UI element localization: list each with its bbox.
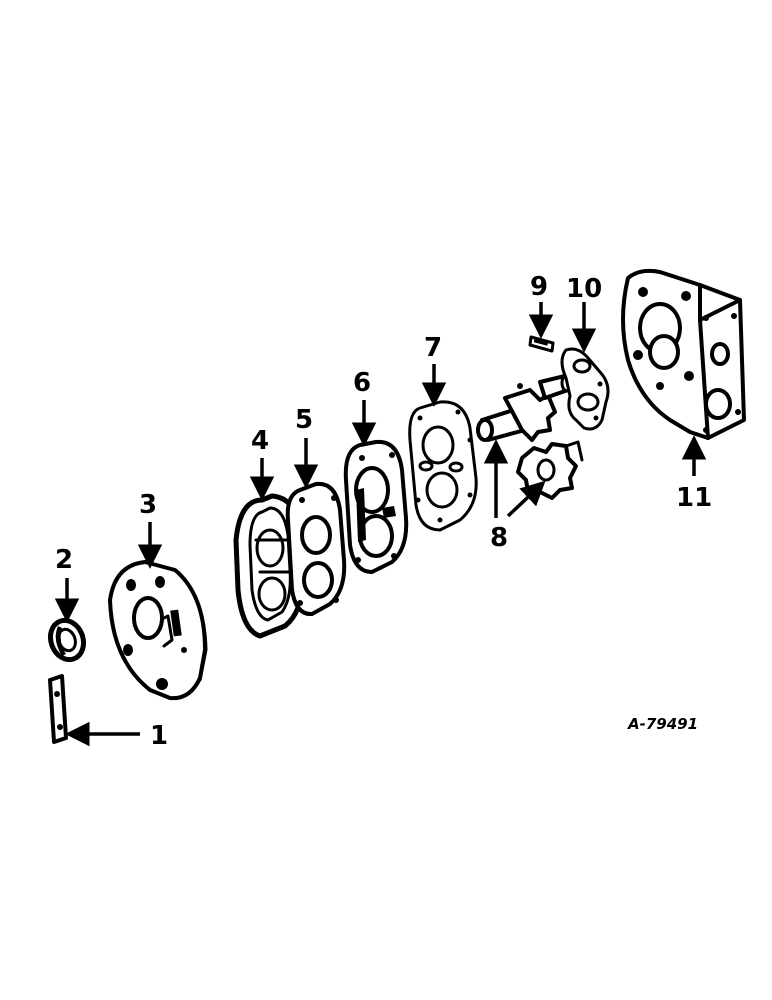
leader-8b bbox=[506, 480, 546, 518]
callout-5: 5 bbox=[295, 405, 313, 435]
part-11-housing[interactable] bbox=[621, 268, 746, 440]
callout-2: 2 bbox=[55, 545, 73, 575]
callout-3: 3 bbox=[139, 490, 157, 520]
part-5-plate[interactable] bbox=[285, 481, 347, 617]
callout-6: 6 bbox=[353, 368, 371, 398]
part-9-key[interactable] bbox=[528, 335, 555, 353]
part-7-gasket[interactable] bbox=[408, 400, 478, 532]
callout-9: 9 bbox=[530, 272, 548, 302]
part-2-seal[interactable] bbox=[45, 616, 89, 665]
callout-8: 8 bbox=[490, 523, 508, 553]
leader-arrows bbox=[54, 302, 707, 747]
drawing-reference: A-79491 bbox=[627, 715, 698, 733]
part-10-small-gasket[interactable] bbox=[560, 347, 610, 431]
part-8-drive-gear[interactable] bbox=[476, 373, 574, 442]
part-6-wear-plate[interactable] bbox=[343, 439, 409, 574]
callout-10: 10 bbox=[566, 274, 602, 304]
part-3-cover[interactable] bbox=[108, 560, 208, 701]
callout-1: 1 bbox=[150, 721, 168, 751]
part-8-driven-gear[interactable] bbox=[516, 440, 584, 500]
callout-7: 7 bbox=[424, 333, 442, 363]
part-1-clip[interactable] bbox=[48, 674, 68, 744]
callout-4: 4 bbox=[251, 426, 269, 456]
callout-11: 11 bbox=[676, 483, 712, 513]
